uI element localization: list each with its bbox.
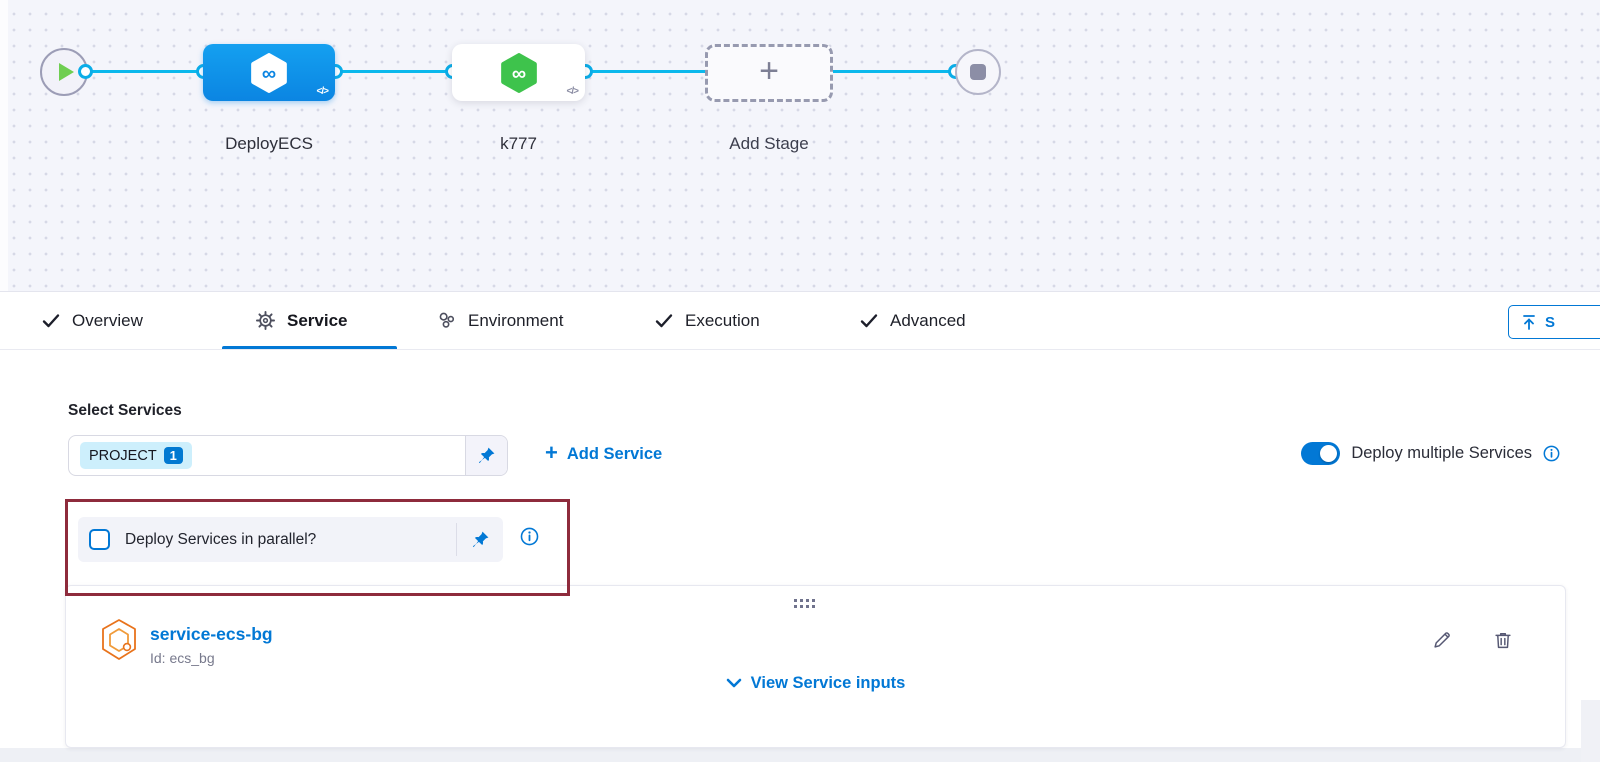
service-tab-panel: Select Services PROJECT 1 + Add Service …	[0, 350, 1600, 762]
chip-count-badge: 1	[163, 447, 183, 464]
play-icon	[58, 63, 74, 81]
code-badge: </>	[316, 86, 330, 97]
add-service-label: Add Service	[566, 444, 663, 463]
tab-label: Execution	[685, 310, 760, 330]
gear-icon	[256, 311, 275, 330]
services-value-chip: PROJECT 1	[80, 442, 192, 469]
canvas-left-gutter	[0, 0, 8, 291]
view-service-inputs-label: View Service inputs	[750, 674, 906, 692]
stage-label-k777: k777	[500, 134, 537, 153]
plus-icon: +	[759, 52, 779, 90]
plus-icon: +	[545, 440, 558, 465]
environment-icon	[437, 311, 456, 330]
stage-label-add-stage: Add Stage	[729, 134, 809, 153]
pencil-icon	[1431, 629, 1453, 651]
pin-icon	[477, 446, 496, 465]
service-name-link[interactable]: service-ecs-bg	[150, 624, 273, 644]
delete-service-button[interactable]	[1492, 629, 1514, 651]
stage-node-k777[interactable]: ∞ </>	[452, 44, 585, 101]
pipeline-end-node	[955, 49, 1001, 95]
trash-icon	[1492, 629, 1514, 651]
connector-dot	[78, 64, 93, 79]
check-icon	[655, 313, 673, 329]
chip-label: PROJECT	[89, 447, 157, 464]
save-button[interactable]: S	[1508, 305, 1600, 339]
svg-text:∞: ∞	[262, 62, 276, 84]
deploy-multiple-toggle[interactable]	[1301, 442, 1341, 465]
ecs-hexagon-icon	[100, 618, 138, 662]
check-icon	[860, 313, 878, 329]
save-button-label: S	[1545, 313, 1556, 331]
toggle-knob	[1320, 445, 1338, 462]
tab-environment[interactable]: Environment	[437, 292, 563, 349]
tab-label: Environment	[468, 310, 564, 330]
tab-label: Service	[287, 310, 348, 330]
right-gutter	[1581, 700, 1600, 762]
stage-tabbar: Overview Service Environment	[0, 292, 1600, 350]
tab-advanced[interactable]: Advanced	[860, 292, 966, 349]
pin-button[interactable]	[465, 436, 507, 475]
pin-button[interactable]	[457, 530, 503, 549]
chevron-down-icon	[726, 678, 742, 689]
deploy-multiple-row: Deploy multiple Services	[1301, 442, 1560, 465]
check-icon	[42, 313, 60, 329]
info-icon[interactable]	[1543, 445, 1560, 462]
edit-service-button[interactable]	[1431, 629, 1453, 651]
info-icon[interactable]	[520, 527, 539, 546]
drag-dots-icon[interactable]	[794, 599, 815, 608]
pin-icon	[471, 530, 490, 549]
stage-node-deployecs[interactable]: ∞ </>	[203, 44, 335, 101]
deploy-parallel-row: Deploy Services in parallel?	[78, 517, 503, 562]
code-badge: </>	[566, 86, 580, 97]
tab-overview[interactable]: Overview	[42, 292, 143, 349]
deploy-parallel-label: Deploy Services in parallel?	[125, 530, 317, 548]
stop-icon	[970, 64, 986, 80]
deploy-parallel-checkbox[interactable]	[89, 529, 110, 550]
svg-text:∞: ∞	[511, 62, 525, 84]
harness-infinity-icon: ∞	[498, 52, 540, 94]
add-service-button[interactable]: + Add Service	[545, 440, 663, 465]
select-services-input[interactable]: PROJECT 1	[68, 435, 508, 476]
stage-label-deployecs: DeployECS	[225, 134, 313, 153]
service-card: service-ecs-bg Id: ecs_bg View Service i…	[65, 585, 1566, 748]
divider	[456, 523, 457, 556]
deploy-multiple-label: Deploy multiple Services	[1351, 444, 1532, 462]
pipeline-canvas: ∞ </> ∞ </> + DeployECS k777 Add Stage	[0, 0, 1600, 292]
add-stage-button[interactable]: +	[705, 44, 833, 102]
tab-label: Overview	[72, 310, 143, 330]
service-id-text: Id: ecs_bg	[150, 650, 215, 666]
tab-service[interactable]: Service	[256, 292, 348, 349]
tab-label: Advanced	[890, 310, 966, 330]
upload-icon	[1521, 314, 1537, 331]
pipeline-start-node	[40, 48, 88, 96]
view-service-inputs-button[interactable]: View Service inputs	[66, 674, 1565, 693]
harness-infinity-icon: ∞	[248, 52, 290, 94]
tab-execution[interactable]: Execution	[655, 292, 760, 349]
select-services-label: Select Services	[68, 402, 182, 419]
active-tab-underline	[222, 346, 397, 349]
